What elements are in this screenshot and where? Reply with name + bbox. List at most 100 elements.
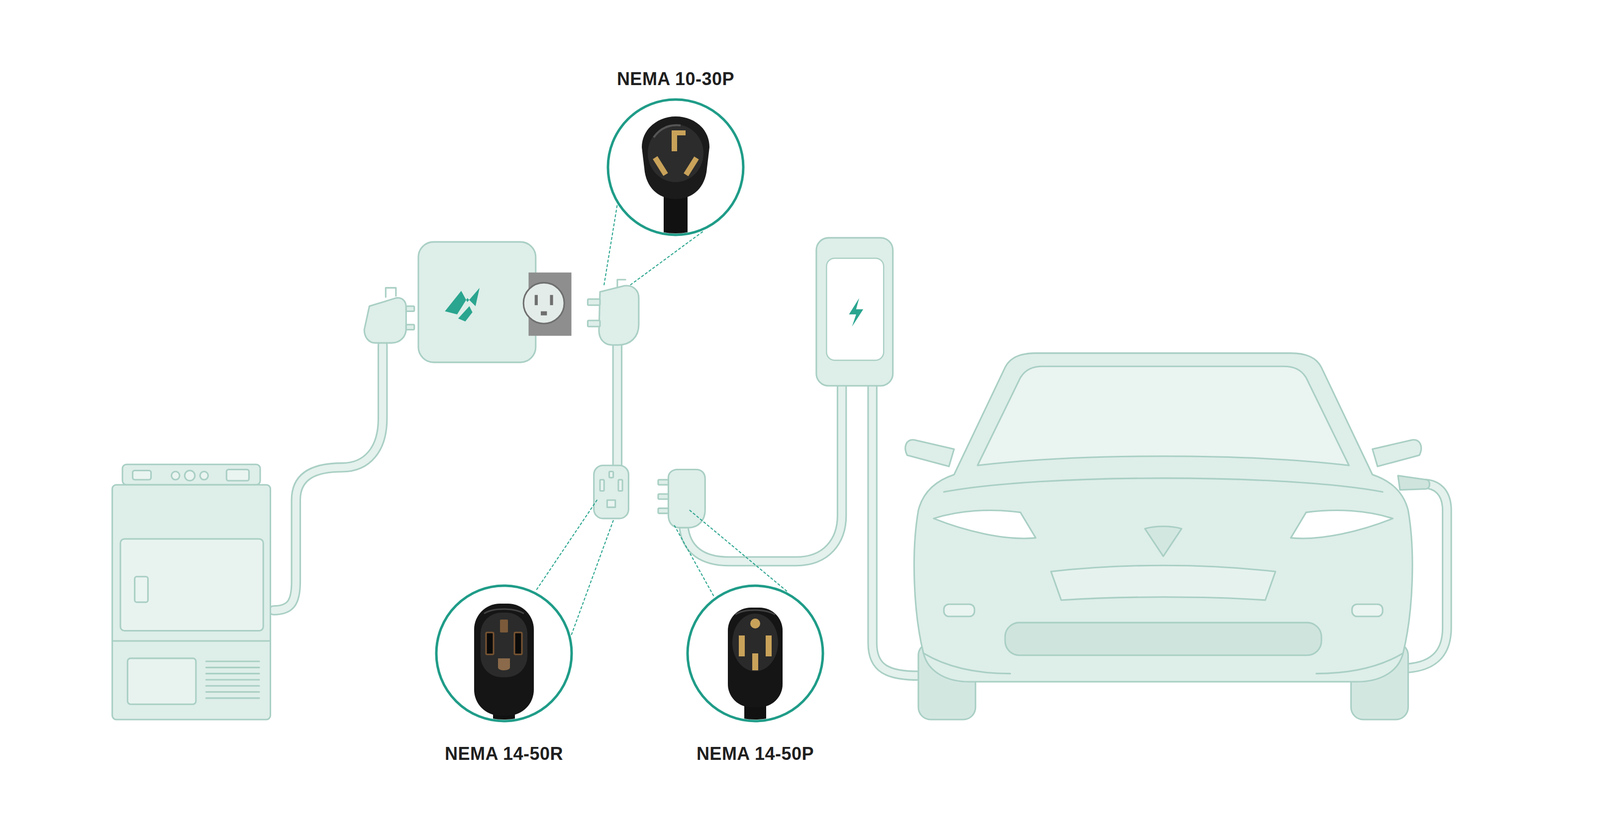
plug-photo-part [738,635,745,657]
leader-line-part [603,203,618,285]
adapter-box-part [458,305,473,322]
electric-car-part [1004,622,1322,656]
plug-10-30p-part [587,299,600,305]
dryer-part-part [205,660,260,663]
dryer-part [200,471,208,480]
electric-car-part [905,439,955,467]
electric-car-part [1144,526,1182,557]
electric-car-part [1352,603,1384,617]
dryer-part [122,464,261,485]
electric-car-part [1051,565,1276,600]
plug-14-50p [658,469,705,528]
leader-line-part [674,525,715,598]
plug-photo-part [652,156,669,177]
electric-car-part [1316,653,1403,674]
callout-circle [685,583,825,723]
cable-part [872,383,919,676]
plug-14-50p-part [668,469,705,528]
plug-photo-part [500,619,508,633]
plug-photo-part [683,156,700,177]
cable-part [683,383,842,562]
dryer-part [112,639,271,642]
dryer-part [127,658,196,704]
connector-label: NEMA 10-30P [616,68,735,90]
adapter-box-part [549,295,553,306]
plug-10-30p-part [617,279,626,287]
adapter-box-part [540,311,547,316]
dryer-part [226,469,249,481]
plug-photo-part [735,609,776,615]
plug-photo [727,607,783,723]
callout-circle [434,583,574,723]
dryer-plug-part [364,298,406,344]
callout-circle-fill [687,585,823,721]
dryer-part [171,471,180,480]
dryer-part-part [205,678,260,681]
connector-label: NEMA 14-50P [696,742,814,765]
electric-car-part [943,478,1383,493]
plug-photo-callout: NEMA 14-50R [434,583,574,723]
plug-10-30p [587,279,639,345]
leader-line-part [535,500,598,592]
plug-10-30p-part [599,285,639,345]
dryer-plug [364,287,414,343]
electric-car-part [933,510,1036,539]
setup-illustration-part [112,203,1448,720]
plug-photo-part [480,612,528,678]
dryer-part-part [205,691,260,693]
wall-charger-part [826,258,884,361]
dryer-part [134,576,149,602]
plug-photo-part [474,603,534,716]
electric-car-part [1372,439,1422,467]
adapter-box-part [444,287,480,314]
adapter-box-part [523,282,565,324]
cable-part [872,383,919,676]
cable-part [613,341,621,470]
adapter-box-part [534,295,538,306]
dryer-plug-part [405,305,414,311]
adapter-box-part [418,241,536,363]
plug-photo-part [498,658,510,671]
plug-photo-part [484,608,524,614]
dryer-part-part [205,666,260,669]
receptacle-14-50r-part [618,479,623,492]
receptacle-14-50r-part [594,465,629,519]
wall-charger [816,237,894,386]
electric-car-part [977,366,1350,466]
plug-photo-part [727,607,783,707]
plug-photo-part [750,618,761,629]
plug-photo-callout: NEMA 14-50P [685,583,825,723]
plug-photo-part [752,653,759,671]
receptacle-14-50r-part [606,500,615,507]
dryer-part [120,538,264,631]
plug-photo-callout: NEMA 10-30P [605,97,746,237]
callout-circle [605,97,746,237]
receptacle-14-50r-part [608,471,613,478]
plug-photo [474,603,534,723]
electric-car [905,353,1430,720]
dryer-plug-part [385,287,397,297]
connector-label: NEMA 14-50R [444,742,564,765]
dryer-plug-part [405,324,414,330]
electric-car-part [913,353,1412,682]
dryer-part-part [205,685,260,687]
leader-line-part [630,230,705,286]
receptacle-14-50r-part [600,479,604,492]
cable-part [612,341,623,470]
callout-heading-group: NEMA 14-50R [444,742,564,765]
callout-circle-border [687,585,823,721]
cable-part [273,344,383,610]
plug-photo-part [514,632,522,655]
plug-10-30p-part [587,320,600,327]
electric-car-part [1398,475,1430,491]
callout-circle-border [607,99,744,235]
wall-charger-part [816,237,894,386]
leader-line [535,203,789,635]
adapter-box [418,241,572,363]
dryer-part [205,661,260,699]
plug-photo [641,116,710,237]
plug-14-50p-part [658,494,669,500]
plug-photo-part [641,116,710,200]
cable-part [273,344,383,610]
